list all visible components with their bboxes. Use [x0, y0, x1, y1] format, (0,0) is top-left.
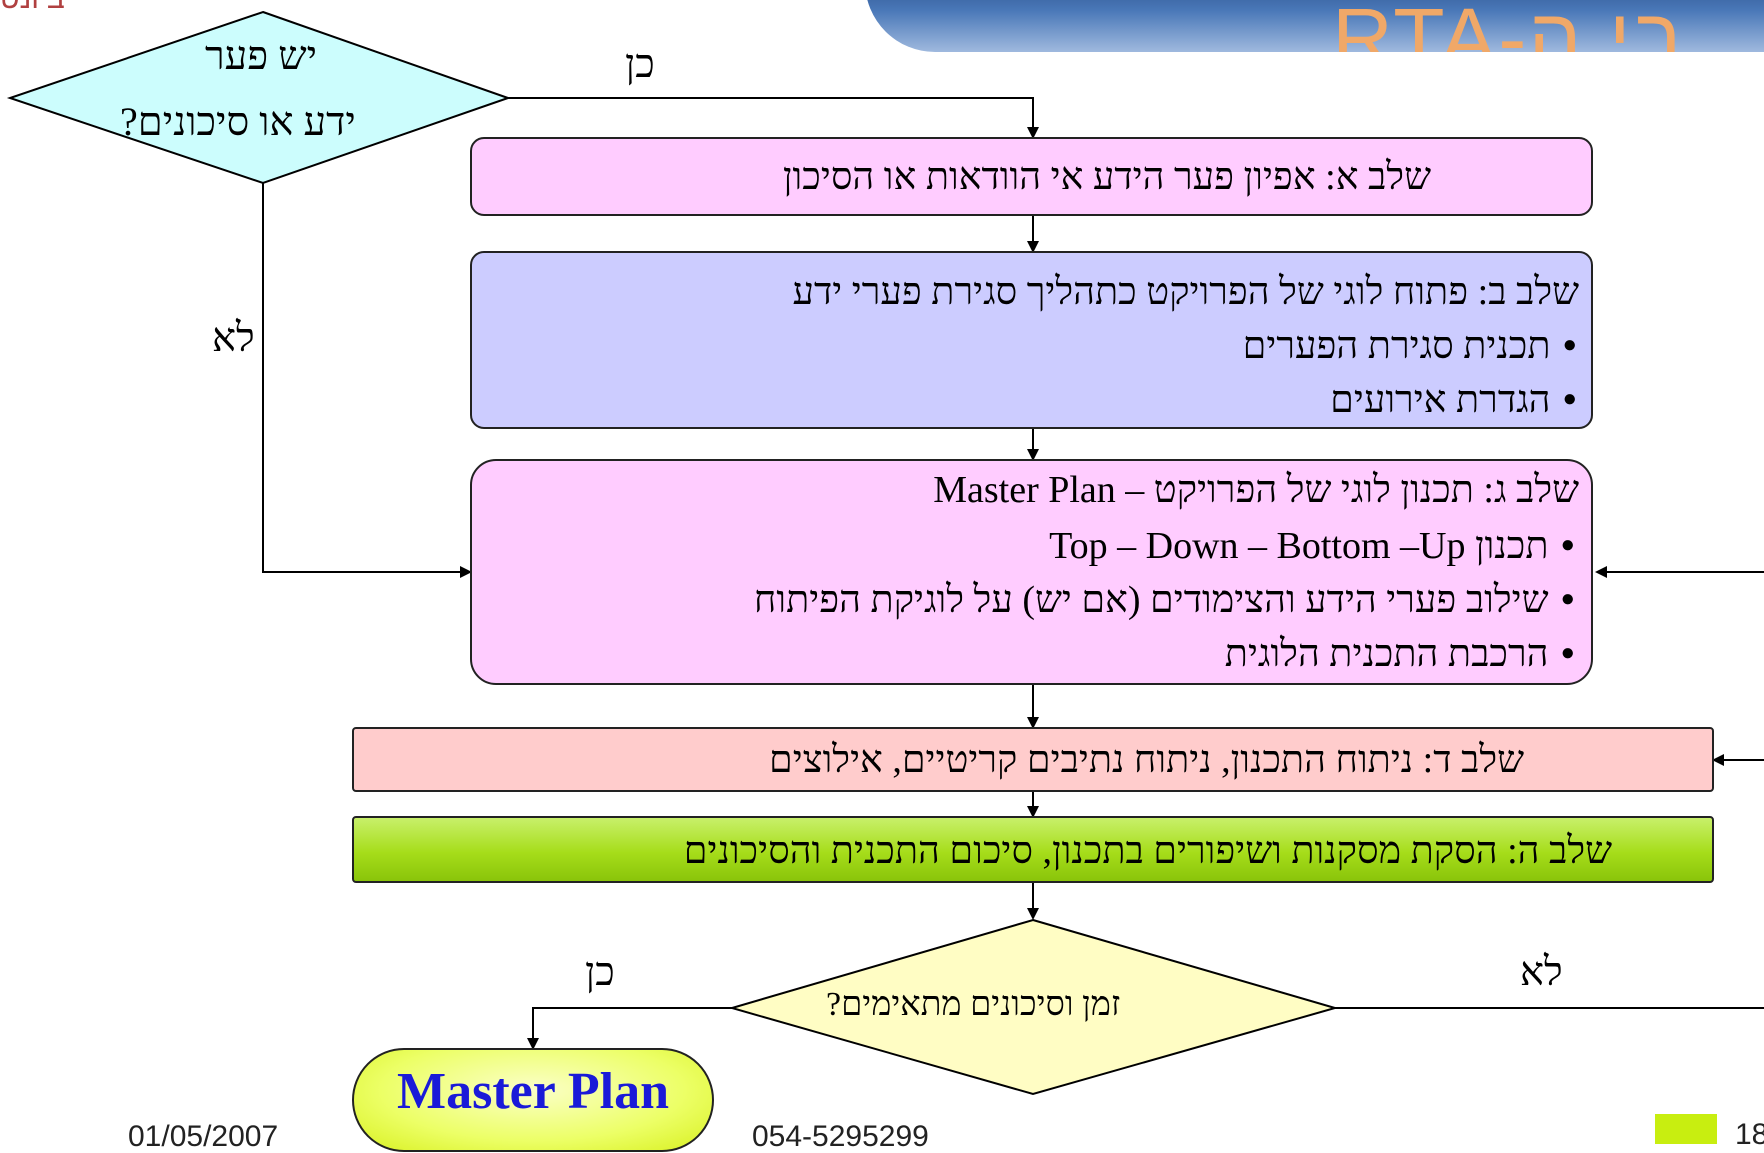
step-c-bullet-3: הרכבת התכנית הלוגית [1225, 635, 1575, 673]
footer-date: 01/05/2007 [128, 1120, 279, 1153]
decision-bottom-shape [728, 918, 1339, 1096]
decision-bottom-text: זמן וסיכונים מתאימים? [826, 986, 1121, 1023]
decision-top-shape [6, 10, 512, 185]
arrow-yes-bottom [527, 1007, 732, 1050]
decision-top-line1: יש פער [205, 33, 318, 78]
step-c-title: שלב ג: תכנון לוגי של הפרויקט – Master Pl… [933, 469, 1579, 511]
step-b-box: שלב ב: פתוח לוגי של הפרויקט כתהליך סגירת… [470, 251, 1593, 429]
header-title-fragment: בי ה-RTA [1332, 0, 1685, 52]
step-a-box: שלב א: אפיון פער הידע אי הוודאות או הסיכ… [470, 137, 1593, 216]
footer-phone: 054-5295299 [752, 1120, 929, 1153]
step-c-box: שלב ג: תכנון לוגי של הפרויקט – Master Pl… [470, 459, 1593, 685]
decision-bottom-no-label: לא [1520, 949, 1563, 994]
step-e-box: שלב ה: הסקת מסקנות ושיפורים בתכנון, סיכו… [352, 816, 1714, 883]
arrow-no-top [262, 183, 472, 578]
step-b-title: שלב ב: פתוח לוגי של הפרויקט כתהליך סגירת… [792, 271, 1579, 313]
step-c-bullet-1: תכנון Top – Down – Bottom –Up [1049, 527, 1575, 565]
page-marker [1655, 1114, 1717, 1144]
header-banner: בי ה-RTA [865, 0, 1764, 52]
step-a-text: שלב א: אפיון פער הידע אי הוודאות או הסיכ… [782, 156, 1431, 198]
logo-text: ביונט [0, 0, 65, 16]
decision-top-yes-label: כן [625, 41, 655, 86]
arrow-yes-top [508, 97, 1039, 139]
decision-top-no-label: לא [212, 315, 255, 360]
step-d-box: שלב ד: ניתוח התכנון, ניתוח נתיבים קריטיי… [352, 727, 1714, 792]
step-e-text: שלב ה: הסקת מסקנות ושיפורים בתכנון, סיכו… [683, 830, 1612, 872]
terminal-text: Master Plan [397, 1063, 669, 1120]
terminal-master-plan: Master Plan [352, 1048, 714, 1152]
header-logo: ביונט [0, 0, 330, 26]
step-b-bullet-2: הגדרת אירועים [1330, 381, 1577, 419]
step-b-bullet-1: תכנית סגירת הפערים [1243, 327, 1577, 365]
footer-page-number: 18 [1735, 1118, 1764, 1151]
decision-bottom-yes-label: כן [585, 949, 615, 994]
decision-top-line2: ידע או סיכונים? [120, 99, 356, 144]
step-d-text: שלב ד: ניתוח התכנון, ניתוח נתיבים קריטיי… [768, 739, 1524, 781]
step-c-bullet-2: שילוב פערי הידע והצימודים (אם יש) על לוג… [754, 581, 1575, 619]
